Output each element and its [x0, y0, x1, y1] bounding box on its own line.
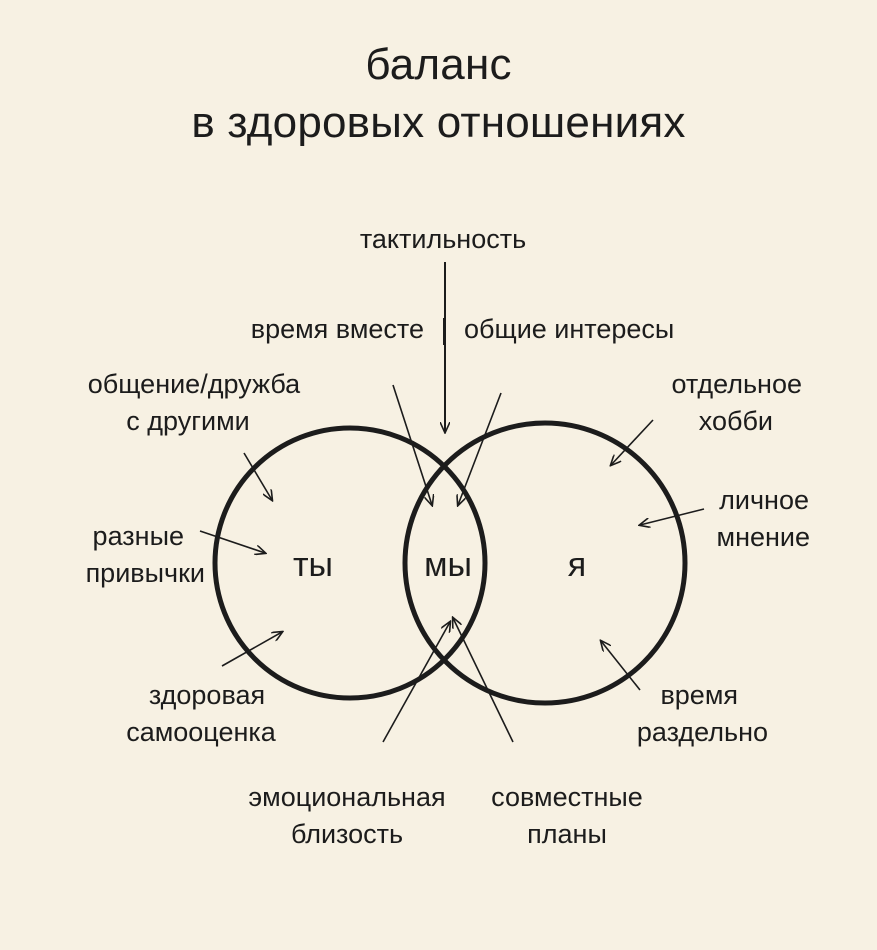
title-line-2: в здоровых отношениях: [191, 98, 686, 147]
label-selfesteem-line2: самооценка: [126, 717, 277, 747]
label-selfesteem-line1: здоровая: [149, 680, 265, 710]
arrow-hobby: [611, 419, 654, 465]
circle-me: [402, 420, 688, 706]
title-line-1: баланс: [365, 40, 512, 89]
arrow-intimacy: [382, 622, 450, 743]
arrow-social: [243, 452, 272, 500]
label-time-apart-line2: раздельно: [637, 717, 768, 747]
label-social-line1: общение/дружба: [88, 369, 301, 399]
label-social-line2: с другими: [126, 406, 250, 436]
label-time-apart-line1: время: [660, 680, 738, 710]
label-plans-line1: совместные: [491, 782, 643, 812]
arrow-plans: [453, 618, 514, 743]
label-plans-line2: планы: [527, 819, 607, 849]
label-intimacy-line2: близость: [291, 819, 403, 849]
label-time-together: время вместе: [251, 314, 424, 344]
label-hobby-line1: отдельное: [671, 369, 802, 399]
arrow-time-together: [392, 384, 432, 505]
arrow-time-apart: [601, 641, 641, 691]
arrow-opinion: [640, 508, 705, 525]
circle-you: [212, 425, 488, 701]
label-opinion-line2: мнение: [717, 522, 811, 552]
label-opinion-line1: личное: [719, 485, 809, 515]
label-hobby-line2: хобби: [699, 406, 773, 436]
label-habits-line2: привычки: [86, 558, 205, 588]
label-me: я: [568, 546, 586, 584]
label-intimacy-line1: эмоциональная: [248, 782, 445, 812]
label-touch: тактильность: [360, 224, 526, 254]
arrow-habits: [199, 530, 265, 553]
label-we: мы: [424, 546, 472, 584]
arrow-selfesteem: [221, 632, 282, 667]
label-common-interests: общие интересы: [464, 314, 674, 344]
label-you: ты: [293, 546, 333, 584]
label-habits-line1: разные: [93, 521, 184, 551]
arrow-common-interests: [458, 392, 502, 505]
